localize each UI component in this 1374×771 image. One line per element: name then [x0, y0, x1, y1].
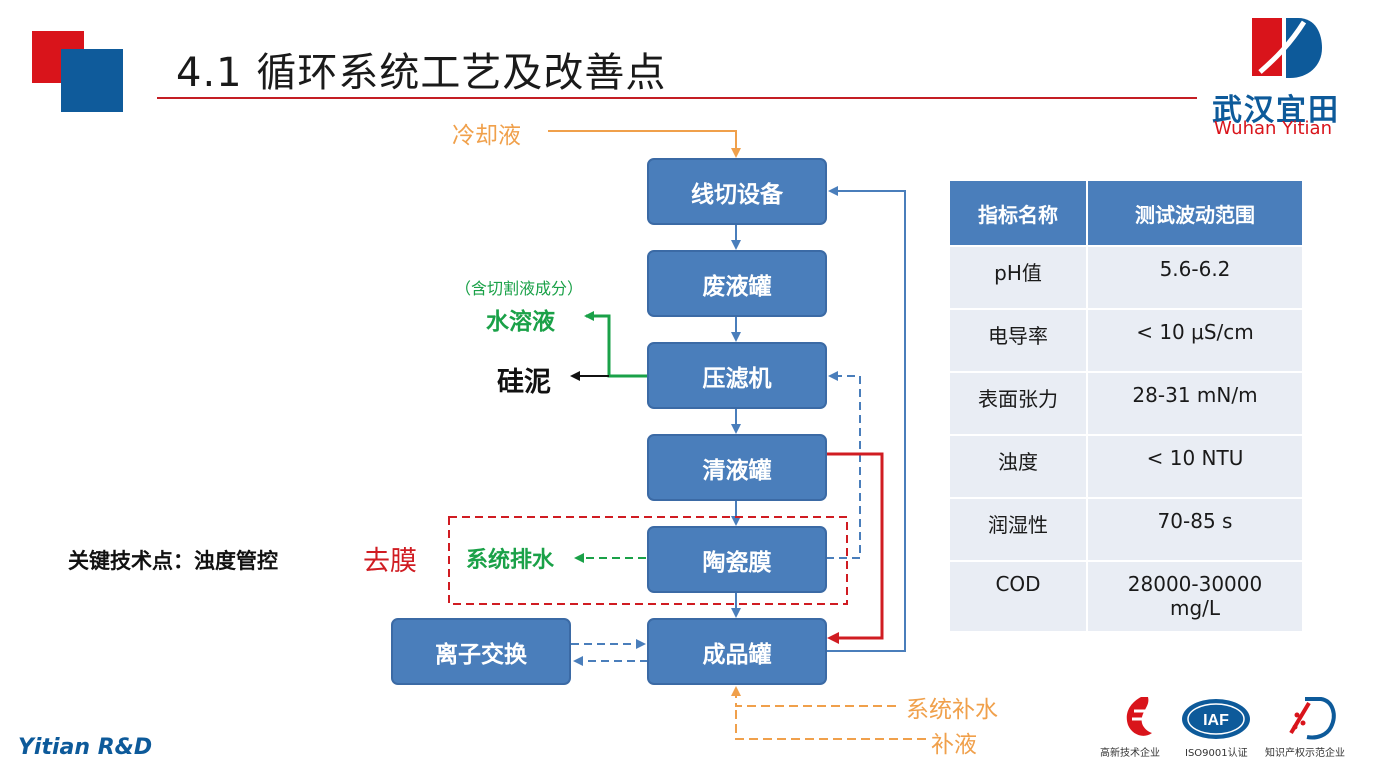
table-cell: pH值 [948, 245, 1088, 310]
high-tech-enterprise-icon [1126, 697, 1152, 736]
indicator-table: 指标名称 测试波动范围 pH值 5.6-6.2 电导率 < 10 μS/cm 表… [948, 179, 1304, 633]
table-row: 润湿性 70-85 s [948, 497, 1304, 562]
logo-english-name: Wuhan Yitian [1214, 118, 1332, 139]
table-cell: 5.6-6.2 [1086, 245, 1304, 310]
label-remove-membrane: 去膜 [363, 546, 417, 577]
label-replenish-fluid: 补液 [931, 732, 977, 758]
node-product-tank: 成品罐 [647, 618, 827, 685]
table-header-row: 指标名称 测试波动范围 [948, 179, 1304, 247]
table-cell: 电导率 [948, 308, 1088, 373]
table-row: 浊度 < 10 NTU [948, 434, 1304, 499]
key-technology-point: 关键技术点：浊度管控 [68, 549, 278, 573]
iaf-iso-badge-icon: IAF [1182, 699, 1250, 739]
node-ceramic-membrane: 陶瓷膜 [647, 526, 827, 593]
iaf-badge-text: IAF [1203, 712, 1229, 729]
label-coolant: 冷却液 [452, 123, 521, 149]
label-silicon-sludge: 硅泥 [497, 367, 551, 398]
table-cell: 表面张力 [948, 371, 1088, 436]
decor-blue-square [61, 49, 123, 112]
company-logo-icon [1252, 18, 1322, 78]
column-header-indicator: 指标名称 [948, 179, 1088, 247]
table-cell: 70-85 s [1086, 497, 1304, 562]
label-system-drain: 系统排水 [466, 548, 555, 573]
remove-membrane-frame [448, 516, 848, 605]
cert-ip-demonstration: 知识产权示范企业 [1265, 748, 1345, 759]
table-row: 电导率 < 10 μS/cm [948, 308, 1304, 373]
table-cell: < 10 μS/cm [1086, 308, 1304, 373]
page-title: 4.1 循环系统工艺及改善点 [176, 50, 667, 96]
cert-high-tech: 高新技术企业 [1100, 748, 1160, 759]
ip-demonstration-icon [1289, 697, 1336, 740]
table-cell: 28-31 mN/m [1086, 371, 1304, 436]
table-cell: COD [948, 560, 1088, 633]
table-cell: 28000-30000 mg/L [1086, 560, 1304, 633]
node-ion-exchange: 离子交换 [391, 618, 571, 685]
table-row: COD 28000-30000 mg/L [948, 560, 1304, 633]
node-waste-tank: 废液罐 [647, 250, 827, 317]
node-filter-press: 压滤机 [647, 342, 827, 409]
logo-chinese-name: 武汉宜田 [1212, 93, 1340, 128]
table-cell: < 10 NTU [1086, 434, 1304, 499]
footer-brand: Yitian R&D [18, 735, 153, 760]
cert-iso9001: ISO9001认证 [1185, 748, 1248, 759]
table-cell: 润湿性 [948, 497, 1088, 562]
title-underline [157, 97, 1197, 99]
node-wire-cut-equipment: 线切设备 [647, 158, 827, 225]
coolant-line [548, 130, 741, 158]
table-row: 表面张力 28-31 mN/m [948, 371, 1304, 436]
label-cutting-fluid-note: （含切割液成分） [455, 279, 584, 298]
table-row: pH值 5.6-6.2 [948, 245, 1304, 310]
label-system-water-makeup: 系统补水 [906, 697, 998, 723]
table-cell: 浊度 [948, 434, 1088, 499]
column-header-range: 测试波动范围 [1086, 179, 1304, 247]
label-aqueous-solution: 水溶液 [486, 309, 555, 335]
node-clear-tank: 清液罐 [647, 434, 827, 501]
